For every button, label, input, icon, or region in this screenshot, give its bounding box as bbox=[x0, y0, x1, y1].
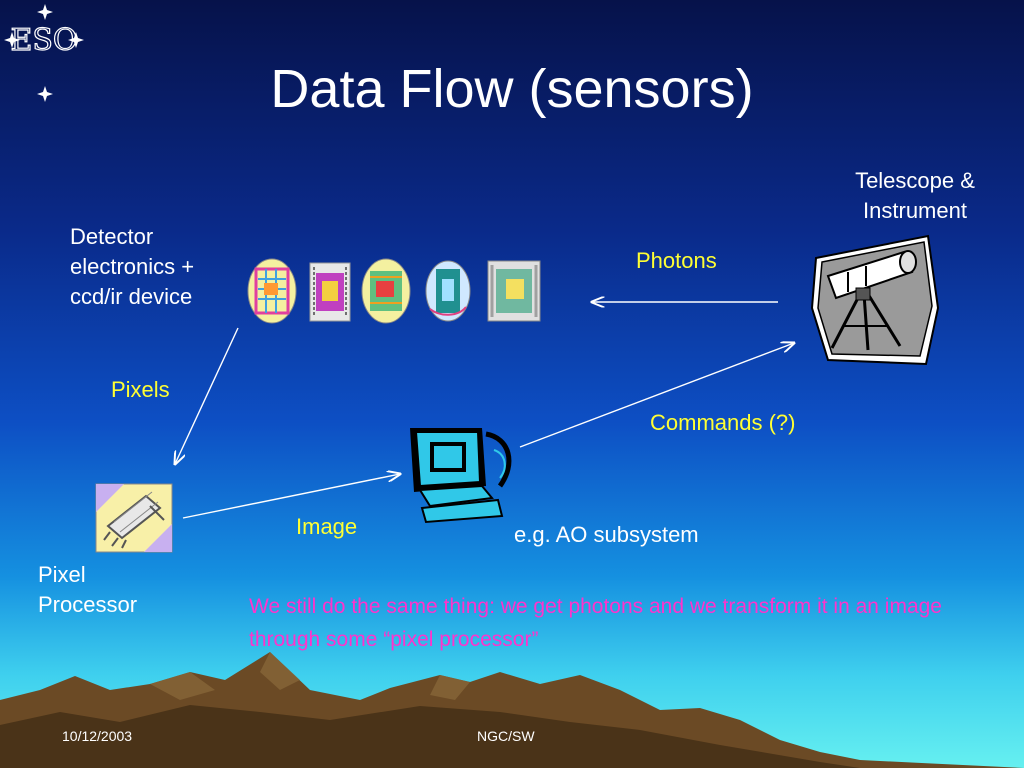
commands-label: Commands (?) bbox=[650, 410, 796, 435]
pixels-label: Pixels bbox=[111, 377, 170, 402]
eso-logo-icon: ESO bbox=[4, 4, 84, 102]
telescope-icon bbox=[810, 234, 940, 366]
detector-label-line-1: Detector bbox=[70, 224, 154, 249]
detector-label-line-2: electronics + bbox=[70, 254, 195, 279]
telescope-tube bbox=[826, 250, 917, 300]
pixel-processor-label-line-2: Processor bbox=[38, 592, 138, 617]
circuit-board-5 bbox=[487, 260, 541, 322]
pixel-processor-label: Pixel Processor bbox=[38, 560, 208, 620]
computer-icon bbox=[410, 428, 512, 524]
slide-title: Data Flow (sensors) bbox=[270, 59, 754, 119]
footer-date: 10/12/2003 bbox=[62, 728, 133, 744]
telescope-label-line-2: Instrument bbox=[863, 198, 967, 223]
image-arrow bbox=[182, 474, 400, 519]
circuit-board-icon bbox=[247, 258, 541, 324]
detector-label: Detector electronics + ccd/ir device bbox=[70, 222, 240, 312]
telescope-label-line-1: Telescope & bbox=[855, 168, 975, 193]
photons-label: Photons bbox=[636, 248, 717, 273]
telescope-tripod bbox=[830, 287, 902, 351]
computer-caption: e.g. AO subsystem bbox=[514, 522, 699, 547]
circuit-board-3 bbox=[361, 258, 411, 324]
circuit-board-4 bbox=[425, 260, 471, 322]
pixels-arrow bbox=[175, 327, 239, 464]
image-label: Image bbox=[296, 514, 358, 539]
pixel-processor-label-line-1: Pixel bbox=[38, 562, 86, 587]
commands-arrow bbox=[519, 343, 794, 448]
mountain-shadow bbox=[0, 705, 860, 768]
chip-icon bbox=[95, 483, 173, 553]
circuit-board-2 bbox=[309, 262, 351, 322]
eso-logo-letters-es: ESO bbox=[10, 23, 77, 58]
telescope-label: Telescope & Instrument bbox=[836, 166, 994, 226]
mountain-highlight bbox=[150, 652, 470, 700]
note-text: We still do the same thing: we get photo… bbox=[249, 595, 942, 651]
footer-center: NGC/SW bbox=[477, 728, 535, 744]
circuit-board-1 bbox=[247, 258, 297, 324]
detector-label-line-3: ccd/ir device bbox=[70, 284, 193, 309]
